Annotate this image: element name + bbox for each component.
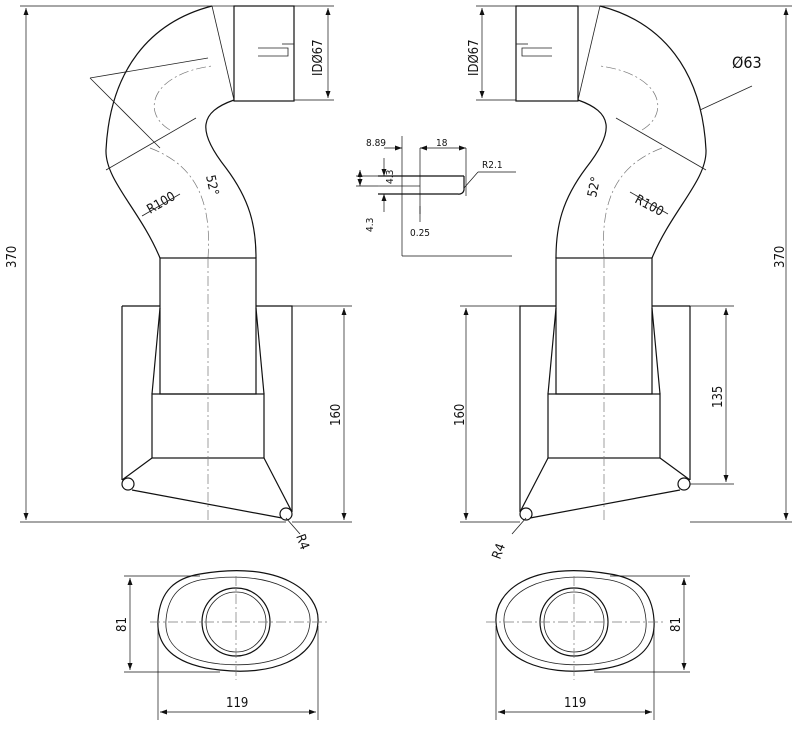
right-end-height-label: 81 — [669, 617, 684, 632]
right-tip-height-label: 160 — [453, 404, 468, 426]
right-bend-inner — [555, 99, 607, 259]
right-dimensions: 370 IDØ67 Ø63 R100 52° 160 135 R4 — [453, 5, 792, 562]
left-inlet-slot — [258, 47, 289, 57]
left-end-height-label: 81 — [115, 617, 130, 632]
right-bend-outer — [599, 5, 707, 259]
left-tip-height-label: 160 — [329, 404, 344, 426]
right-tip-inner-height-label: 135 — [711, 386, 726, 408]
right-bend-angle-label: 52° — [585, 175, 604, 198]
left-end-view: 81 119 — [115, 570, 328, 720]
left-end-oval-outer — [157, 570, 319, 672]
right-end-width-label: 119 — [564, 696, 586, 711]
slot-outline — [378, 175, 465, 195]
slot-offset-label: 8.89 — [366, 138, 386, 149]
right-tailpipe-side-view — [515, 5, 753, 521]
left-dimensions: 370 IDØ67 R100 52° 160 R4 — [5, 5, 352, 552]
right-inlet-id-label: IDØ67 — [467, 39, 482, 76]
right-end-oval-outer — [495, 570, 655, 672]
left-bend-inner — [205, 99, 257, 259]
left-inlet-collar — [233, 5, 295, 102]
left-lip-radius-label: R4 — [292, 532, 311, 552]
left-tailpipe-side-view — [89, 5, 295, 521]
left-tip-shell — [121, 305, 293, 512]
right-lip-radius-label: R4 — [490, 542, 509, 562]
left-inlet-id-label: IDØ67 — [311, 39, 326, 76]
slot-width-b-label: 4.3 — [365, 218, 376, 232]
slot-length-label: 18 — [436, 138, 448, 149]
right-end-view: 81 119 — [486, 570, 690, 720]
right-inlet-collar — [515, 5, 579, 102]
right-overall-height-label: 370 — [773, 246, 788, 268]
slot-radius-label: R2.1 — [482, 160, 503, 171]
left-overall-height-label: 370 — [5, 246, 20, 268]
right-tip-shell — [519, 305, 691, 512]
slot-gap-label: 0.25 — [410, 228, 430, 239]
pipe-diameter-label: Ø63 — [732, 53, 762, 72]
right-inlet-slot — [521, 47, 552, 57]
left-bend-radius-label: R100 — [145, 189, 179, 217]
left-end-width-label: 119 — [226, 696, 248, 711]
slot-detail: 8.89 18 4.3 4.3 R2.1 0.25 — [356, 136, 516, 257]
left-bend-outer — [105, 5, 213, 259]
left-bend-angle-label: 52° — [202, 174, 221, 197]
slot-width-a-label: 4.3 — [385, 170, 396, 184]
